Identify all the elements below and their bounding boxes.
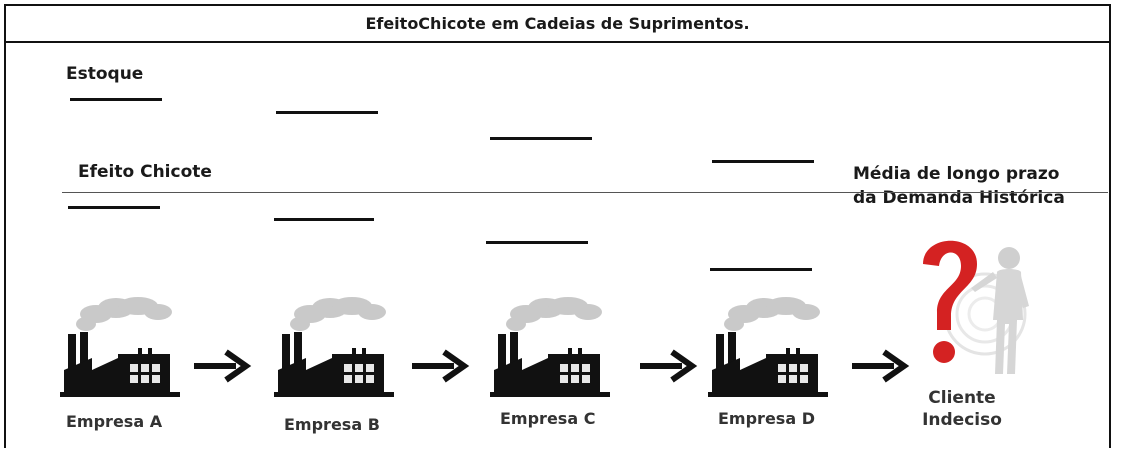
diagram-frame: EfeitoChicote em Cadeias de Suprimentos. [4,4,1111,448]
media-demanda-label: Média de longo prazo da Demanda Históric… [853,162,1065,210]
diagram-title: EfeitoChicote em Cadeias de Suprimentos. [6,6,1109,43]
estoque-bar-b [276,111,378,114]
media-label-line1: Média de longo prazo [853,164,1060,184]
chicote-bar-c [486,241,588,244]
client-label-line2: Indeciso [922,410,1002,430]
company-label-a: Empresa A [66,412,163,431]
estoque-bar-c [490,137,592,140]
client-label-line1: Cliente [928,388,996,408]
question-person-icon [923,240,1029,374]
estoque-bar-d [712,160,814,163]
chicote-bar-a [68,206,160,209]
arrow-right-icon [412,349,470,383]
media-label-line2: da Demanda Histórica [853,188,1065,208]
chicote-bar-d [710,268,812,271]
factory-icon [708,297,828,397]
estoque-label: Estoque [66,64,144,84]
estoque-bar-a [70,98,162,101]
factory-icon [60,297,180,397]
factory-icon [274,297,394,397]
company-label-c: Empresa C [500,409,596,428]
arrow-right-icon [194,349,252,383]
arrow-right-icon [852,349,910,383]
factory-icon [490,297,610,397]
efeito-chicote-label: Efeito Chicote [78,162,212,182]
arrow-right-icon [640,349,698,383]
company-label-b: Empresa B [284,415,380,434]
client-label: Cliente Indeciso [922,387,1002,431]
company-label-d: Empresa D [718,409,815,428]
chicote-bar-b [274,218,374,221]
long-term-average-line [62,192,1108,193]
